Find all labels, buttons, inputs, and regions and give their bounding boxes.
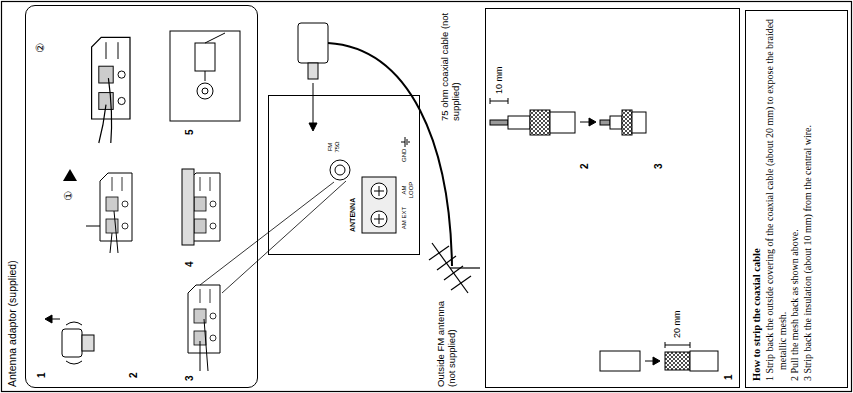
strip-figures-part (690, 351, 718, 371)
terminal-label: FM 75Ω (327, 138, 341, 156)
step3-adaptor-figure-part (200, 319, 208, 371)
step2a-adaptor-figure-part (86, 226, 100, 227)
instruction-box: How to strip the coaxial cable1 Strip ba… (745, 10, 848, 388)
strip-figures-part (490, 98, 508, 104)
step5-plug-figure (170, 31, 240, 121)
step5-plug-figure-part (195, 43, 215, 71)
fm-plug (298, 23, 328, 131)
zoom-lines-part (222, 181, 346, 293)
panel-title: Antenna adaptor (supplied) (6, 260, 18, 387)
terminal-block (362, 177, 396, 233)
fm-socket-part (335, 165, 345, 175)
step5-plug-figure-part (170, 31, 240, 121)
dimension-label: 20 mm (672, 310, 682, 338)
terminal-label: GND (401, 149, 408, 162)
strip-figures-part (665, 352, 690, 370)
strip-figures-part (665, 342, 690, 348)
fm-plug-part (298, 23, 328, 63)
step1-cap-figure-part (82, 335, 94, 351)
adaptor-panel: Antenna adaptor (supplied) (25, 5, 258, 388)
step4-adaptor-figure (182, 169, 220, 245)
strip-figures-part (600, 120, 610, 125)
step4-adaptor-figure-part (182, 169, 194, 245)
step-number: 3 (653, 163, 665, 169)
fm-antenna-part (451, 276, 471, 290)
instruction-heading: How to strip the coaxial cable (750, 17, 763, 381)
fm-plug-part (308, 63, 318, 79)
step2b-adaptor-figure (92, 37, 130, 143)
strip-steps-panel: 1 20 mm 2 3 10 mm (485, 8, 740, 388)
strip-figures-part (530, 110, 550, 135)
strip-figures-part (589, 118, 596, 126)
strip-figures-part (550, 112, 575, 133)
coaxial-cable (328, 43, 452, 266)
step2a-adaptor-figure (86, 173, 132, 253)
step-number: 3 (184, 375, 196, 381)
instruction-step: 2 Pull the mesh back as shown above. (789, 17, 802, 381)
strip-figures-part (600, 351, 640, 371)
zoom-lines (200, 181, 346, 293)
instruction-step: 1 Strip back the outside covering of the… (764, 17, 789, 381)
fm-plug-part (313, 83, 314, 125)
step1-cap-figure-part (62, 329, 82, 357)
step-number: 4 (184, 261, 196, 267)
zoom-lines-part (200, 182, 334, 285)
strip-figures (490, 98, 718, 371)
pull-arrow (63, 169, 77, 181)
step3-adaptor-figure (188, 285, 220, 371)
strip-figures-part (622, 110, 632, 135)
sub-step-number: ② (35, 43, 48, 53)
fm-antenna-part (450, 267, 480, 268)
strip-figures-part (610, 116, 622, 129)
terminal-block-part (374, 186, 384, 224)
step5-plug-figure-part (202, 88, 208, 94)
step1-cap-figure (45, 315, 94, 364)
fm-plug-part (309, 123, 317, 131)
step2a-adaptor-figure-part (110, 211, 118, 253)
part-label: 75 ohm coaxial cable (not supplied) (440, 9, 462, 121)
step-number: 5 (184, 129, 196, 135)
fm-socket-part (330, 160, 350, 180)
antenna-terminal-panel: ANTENNA FM 75Ω AM EXT AM LOOP GND (268, 95, 420, 255)
fm-antenna-part (429, 246, 449, 260)
step5-plug-figure-part (205, 71, 206, 81)
strip-figures-part (653, 357, 660, 365)
sub-step-number: ① (63, 191, 76, 201)
step5-plug-figure-part (205, 33, 225, 43)
step-number: 1 (723, 374, 735, 380)
dimension-label: 10 mm (494, 66, 504, 94)
ground-symbol-part (401, 137, 409, 147)
fm-socket (330, 160, 350, 180)
step-number: 2 (128, 372, 140, 378)
terminal-block-part (362, 177, 396, 233)
terminal-label: AM LOOP (401, 177, 415, 203)
panel-label: ANTENNA (349, 198, 357, 232)
step-number: 1 (36, 372, 48, 378)
step-number: 2 (579, 163, 591, 169)
part-label: Outside FM antenna (not supplied) (436, 295, 458, 387)
strip-figures-part (490, 120, 508, 125)
terminal-label: AM EXT (401, 205, 408, 231)
strip-figures-part (632, 112, 646, 133)
step1-cap-figure-part (66, 322, 82, 364)
step1-cap-figure-part (45, 315, 52, 323)
instruction-step: 3 Strip back the insulation (about 10 mm… (802, 17, 815, 381)
fm-antenna (429, 243, 480, 293)
strip-figures-part (508, 116, 530, 129)
step2b-adaptor-figure-part (99, 78, 112, 143)
step5-plug-figure-part (197, 83, 213, 99)
ground-symbol (401, 137, 409, 147)
